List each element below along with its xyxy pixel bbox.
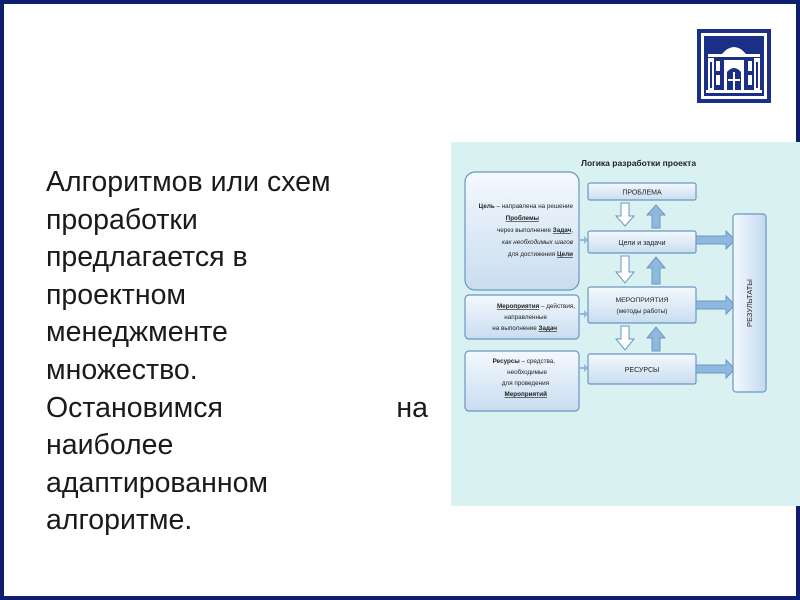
slide: Алгоритмов или схем проработки предлагае…: [4, 4, 800, 596]
problem-label: ПРОБЛЕМА: [622, 190, 662, 197]
activities-label: МЕРОПРИЯТИЯ: [615, 297, 668, 304]
resource-note-box: [464, 350, 580, 412]
main-text: Алгоритмов или схем проработки предлагае…: [46, 164, 428, 540]
activities-sublabel: (методы работы): [617, 307, 668, 315]
resource-note-line: необходимые: [507, 368, 547, 376]
project-logic-diagram: Логика разработки проекта Цель – направл…: [451, 142, 800, 506]
right-arrow-icon: [579, 236, 588, 244]
right-arrow-icon: [695, 229, 736, 251]
text-line: предлагается в: [46, 241, 248, 274]
building-emblem-icon: [696, 28, 772, 104]
resource-note-line: Мероприятий: [505, 390, 548, 398]
results-box: [732, 213, 767, 393]
resource-note-line: для проведения: [502, 380, 549, 387]
text-line: наиболее: [46, 429, 174, 462]
goal-note-line: Проблемы: [506, 214, 539, 222]
down-arrow-icon: [614, 255, 636, 284]
goal-note-line: Цель – направлена на решение: [479, 203, 574, 210]
activity-note-line: Мероприятия – действия,: [497, 302, 575, 310]
text-line: алгоритме.: [46, 504, 193, 537]
text-word: Остановимся: [46, 391, 223, 424]
right-arrow-icon: [695, 294, 736, 316]
activity-note-line: на выполнение Задач: [492, 325, 557, 332]
text-line-justified: Остановимся на: [46, 390, 428, 428]
right-arrow-icon: [579, 364, 588, 372]
goal-note-line: как необходимых шагов: [502, 238, 574, 246]
text-line: проектном: [46, 278, 187, 311]
problem-box: [587, 182, 697, 201]
text-word: на: [396, 391, 428, 424]
right-arrow-icon: [695, 358, 736, 380]
goal-note-box: [464, 171, 580, 291]
activities-box: [587, 286, 697, 324]
up-arrow-icon: [645, 204, 667, 229]
results-label: РЕЗУЛЬТАТЫ: [745, 279, 754, 327]
text-line: менеджменте: [46, 316, 228, 349]
activity-note-box: [464, 294, 580, 340]
resource-note-line: Ресурсы – средства,: [493, 358, 556, 365]
down-arrow-icon: [614, 325, 636, 351]
goals-label: Цели и задачи: [618, 240, 665, 247]
activity-note-line: направленные: [504, 314, 547, 321]
diagram-title: Логика разработки проекта: [581, 158, 696, 168]
text-line: адаптированном: [46, 466, 269, 499]
down-arrow-icon: [614, 202, 636, 227]
text-line: множество.: [46, 353, 198, 386]
text-line: проработки: [46, 203, 198, 236]
goal-note-line: через выполнение Задач,: [497, 227, 573, 234]
text-line: Алгоритмов или схем: [46, 166, 331, 198]
goal-note-line: для достижения Цели: [508, 251, 573, 258]
resources-label: РЕСУРСЫ: [625, 367, 659, 374]
up-arrow-icon: [645, 256, 667, 285]
up-arrow-icon: [645, 326, 667, 352]
right-arrow-icon: [579, 310, 588, 318]
